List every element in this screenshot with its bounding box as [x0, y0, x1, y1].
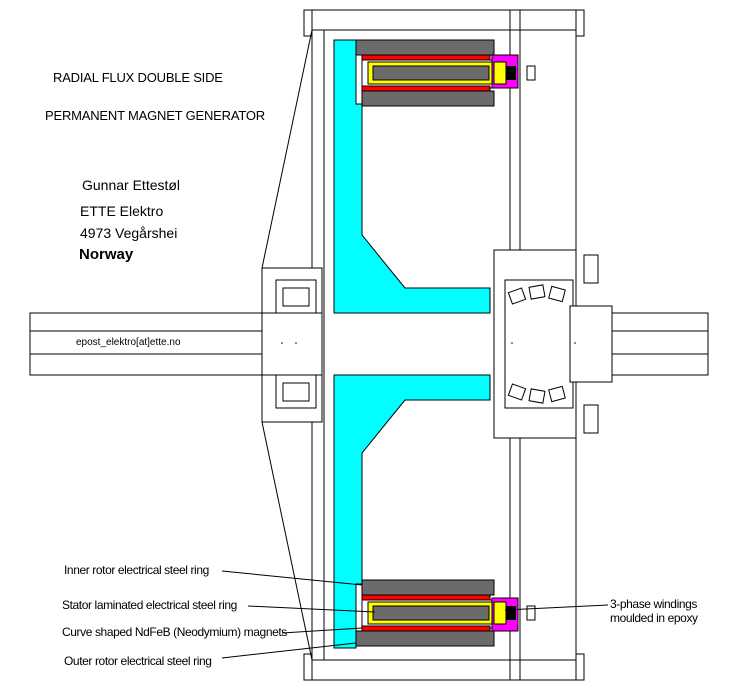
outer-rotor-ring-top	[355, 39, 495, 56]
top-active-part	[355, 39, 536, 107]
bottom-active-part	[355, 579, 536, 647]
stator-ring-top	[372, 65, 490, 81]
callout-leaders	[221, 570, 609, 659]
leader-magnets	[281, 627, 363, 634]
author-company: ETTE Elektro	[80, 203, 164, 219]
rotor-disc	[333, 39, 491, 649]
callout-windings-line-1: 3-phase windings	[610, 597, 697, 611]
leader-outer-rotor	[221, 642, 357, 659]
left-hub	[261, 267, 323, 423]
author-name: Gunnar Ettestøl	[82, 177, 181, 193]
callout-inner-rotor: Inner rotor electrical steel ring	[64, 563, 209, 577]
author-address: 4973 Vegårshei	[80, 225, 178, 241]
callout-magnets: Curve shaped NdFeB (Neodymium) magnets	[62, 625, 287, 639]
magnet-bottom-inner	[361, 594, 491, 601]
right-bearing-housing	[493, 249, 613, 439]
inner-rotor-ring-bottom	[361, 579, 495, 596]
callout-outer-rotor: Outer rotor electrical steel ring	[64, 654, 212, 668]
leader-inner-rotor	[221, 570, 363, 586]
magnet-top-inner	[361, 85, 491, 92]
magnet-top-outer	[361, 54, 491, 61]
stator-ring-bottom	[372, 605, 490, 621]
leader-windings	[504, 604, 609, 611]
callout-windings-line-2: moulded in epoxy	[610, 611, 698, 625]
outer-rotor-ring-bottom	[355, 630, 495, 647]
email-label: epost_elektro[at]ette.no	[76, 337, 181, 348]
author-country: Norway	[79, 246, 134, 263]
title-line-2: PERMANENT MAGNET GENERATOR	[45, 108, 265, 123]
magnet-bottom-outer	[361, 625, 491, 632]
leader-stator	[247, 605, 376, 613]
title-line-1: RADIAL FLUX DOUBLE SIDE	[53, 70, 223, 85]
centre-marks	[281, 342, 576, 344]
inner-rotor-ring-top	[361, 90, 495, 107]
callout-stator: Stator laminated electrical steel ring	[62, 598, 237, 612]
